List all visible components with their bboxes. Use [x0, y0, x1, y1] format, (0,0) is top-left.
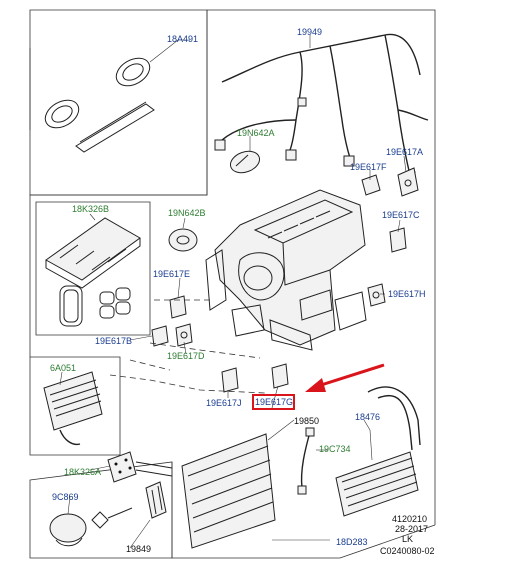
footer-reference: 4120210 28-2017 LK C0240080-02: [380, 514, 435, 556]
highlight-box: [252, 394, 295, 410]
filter-box-a: [29, 451, 173, 559]
footer-date: 28-2017: [395, 524, 428, 534]
label-18k326b[interactable]: 18K326B: [72, 204, 109, 214]
label-19e617j[interactable]: 19E617J: [206, 398, 242, 408]
seal-kit-box: [29, 9, 208, 196]
label-19849[interactable]: 19849: [126, 544, 151, 554]
hvac-housing: [205, 189, 367, 351]
highlight-arrow: [305, 363, 385, 392]
label-19850[interactable]: 19850: [294, 416, 319, 426]
label-19c734[interactable]: 19C734: [319, 444, 351, 454]
heater-assembly: [181, 433, 276, 549]
label-18476[interactable]: 18476: [355, 412, 380, 422]
label-6a051[interactable]: 6A051: [50, 363, 76, 373]
label-19e617f[interactable]: 19E617F: [350, 162, 387, 172]
footer-code: 4120210: [392, 514, 427, 524]
footer-ref: C0240080-02: [380, 546, 435, 556]
actuator-f: [361, 174, 381, 196]
label-19e617e[interactable]: 19E617E: [153, 269, 190, 279]
label-19e617h[interactable]: 19E617H: [388, 289, 426, 299]
label-19n642b[interactable]: 19N642B: [168, 208, 206, 218]
actuator-g: [271, 363, 289, 389]
label-18d283[interactable]: 18D283: [336, 537, 368, 547]
blower-resistor: [145, 481, 167, 519]
label-18a491[interactable]: 18A491: [167, 34, 198, 44]
label-19e617g[interactable]: 19E617G: [255, 397, 293, 407]
actuator-a: [397, 167, 419, 197]
label-19949[interactable]: 19949: [297, 27, 322, 37]
actuator-j: [221, 367, 239, 393]
label-19e617a[interactable]: 19E617A: [386, 147, 423, 157]
temp-sensor: [297, 427, 315, 495]
label-19e617c[interactable]: 19E617C: [382, 210, 420, 220]
heater-core: [335, 386, 421, 517]
label-9c869[interactable]: 9C869: [52, 492, 79, 502]
label-19e617b[interactable]: 19E617B: [95, 336, 132, 346]
filter-box-b: [35, 201, 151, 336]
label-19e617d[interactable]: 19E617D: [167, 351, 205, 361]
actuator-e: [169, 295, 187, 319]
actuator-d: [175, 323, 193, 347]
grommet-b: [168, 228, 198, 252]
blower-motor: [49, 507, 133, 547]
leader-lines: [59, 35, 407, 549]
label-19n642a[interactable]: 19N642A: [237, 128, 275, 138]
evaporator: [29, 356, 121, 456]
actuator-h: [367, 283, 386, 307]
footer-region: LK: [402, 534, 413, 544]
grommet-a: [229, 150, 261, 174]
actuator-c: [389, 227, 407, 253]
assembly-lines: [109, 299, 266, 394]
actuator-b: [151, 325, 169, 347]
label-18k326a[interactable]: 18K326A: [64, 467, 101, 477]
